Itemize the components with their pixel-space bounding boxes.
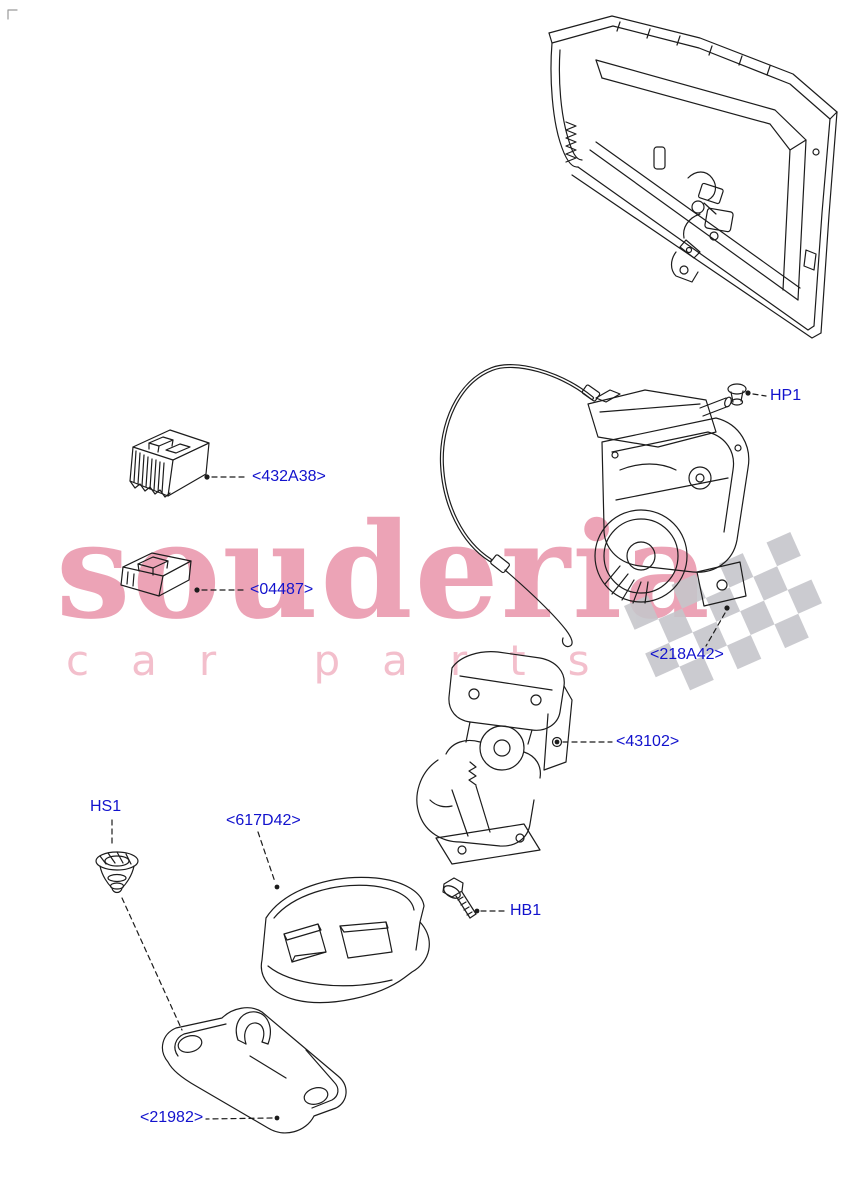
part-label-HP1[interactable]: HP1 <box>770 387 802 404</box>
striker-bracket-drawing <box>161 1007 347 1134</box>
part-label-04487[interactable]: <04487> <box>250 581 314 598</box>
part-label-43102[interactable]: <43102> <box>616 733 680 750</box>
part-label-HB1[interactable]: HB1 <box>510 902 542 919</box>
leader-dot <box>474 908 480 914</box>
leader-dot <box>274 1115 280 1121</box>
leader-dot <box>724 605 730 611</box>
switch-04487-drawing <box>120 552 247 597</box>
leader-line <box>752 393 767 397</box>
leader-dot <box>204 474 210 480</box>
part-label-432A38[interactable]: <432A38> <box>252 468 326 485</box>
part-label-218A42[interactable]: <218A42> <box>650 646 724 663</box>
assembly-line <box>121 897 183 1031</box>
handle-617d42-drawing <box>257 831 430 1004</box>
corner-mark <box>7 9 18 20</box>
bolt-hb1-drawing <box>442 877 507 919</box>
part-label-HS1[interactable]: HS1 <box>90 798 122 815</box>
watermark-brand-text: souderia <box>56 494 712 649</box>
leader-dot <box>274 884 280 890</box>
latch-drawing <box>416 651 613 865</box>
tailgate-drawing <box>548 15 838 339</box>
leader-line <box>205 1117 273 1120</box>
part-label-617D42[interactable]: <617D42> <box>226 812 301 829</box>
part-label-21982[interactable]: <21982> <box>140 1109 204 1126</box>
actuator-drawing <box>439 364 767 648</box>
stud-pin-hs1-drawing <box>95 819 183 1031</box>
leader-line <box>257 831 276 883</box>
grommet-hp1-drawing <box>727 383 747 406</box>
leader-dot <box>194 587 200 593</box>
tailgate-wiring-detail <box>670 171 734 283</box>
leader-line <box>705 612 726 647</box>
switch-432a38-drawing <box>129 429 249 498</box>
leader-dot <box>745 390 751 396</box>
leader-dot <box>554 739 560 745</box>
watermark-subtitle-text: car parts <box>66 636 632 685</box>
